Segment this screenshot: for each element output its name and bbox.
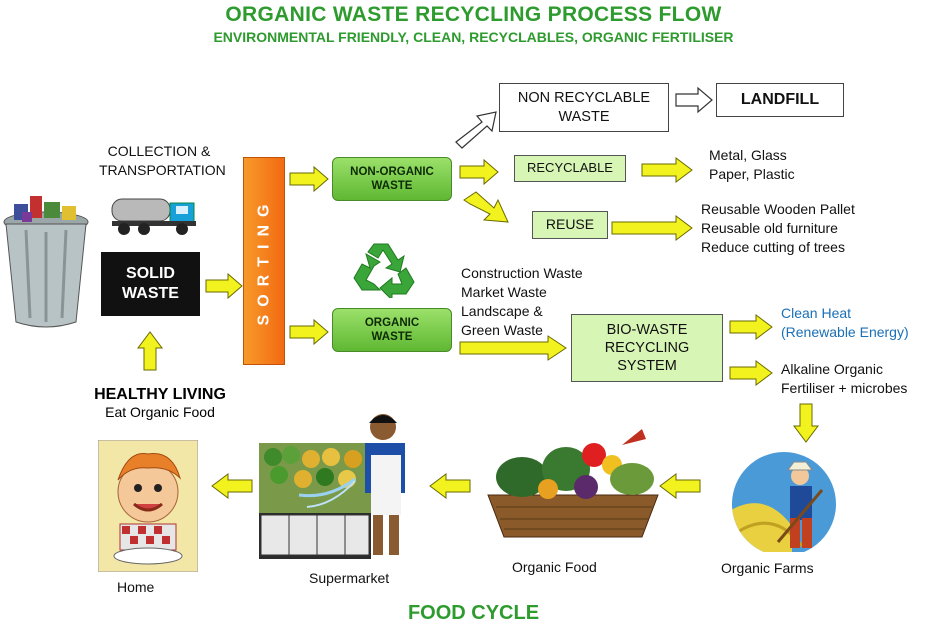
bio-waste-system-box: BIO-WASTE RECYCLING SYSTEM: [571, 314, 723, 382]
fertiliser-line2: Fertiliser + microbes: [781, 379, 908, 396]
reuse-items-line3: Reduce cutting of trees: [701, 238, 845, 255]
organic-food-label: Organic Food: [512, 559, 597, 575]
collection-line2: TRANSPORTATION: [99, 161, 226, 178]
healthy-line2: Eat Organic Food: [105, 404, 215, 420]
trash-can-icon: [3, 196, 89, 328]
arrow-recyclable-to-items: [641, 157, 693, 183]
non-recyclable-line2: WASTE: [558, 108, 610, 125]
non-organic-line1: NON-ORGANIC: [350, 165, 434, 178]
reuse-box: REUSE: [532, 211, 608, 239]
collection-label: COLLECTION & TRANSPORTATION: [99, 142, 226, 180]
bio-waste-line3: SYSTEM: [617, 358, 677, 375]
clean-heat-line2: (Renewable Energy): [781, 323, 909, 340]
supermarket-vendor-icon: [259, 414, 405, 559]
solid-waste-line1: SOLID: [126, 265, 175, 282]
sorting-box: SORTING: [243, 157, 285, 365]
recyclable-items-line1: Metal, Glass: [709, 147, 787, 163]
home-label: Home: [117, 579, 155, 595]
clean-heat-line1: Clean Heat: [781, 305, 852, 321]
arrow-food-to-supermarket: [429, 473, 471, 499]
reuse-items-line1: Reusable Wooden Pallet: [701, 201, 855, 217]
fertiliser-line1: Alkaline Organic: [781, 361, 883, 377]
healthy-line1: HEALTHY LIVING: [94, 386, 226, 403]
clean-heat-label: Clean Heat (Renewable Energy): [781, 304, 909, 342]
organic-sources-line2: Market Waste: [461, 283, 547, 300]
non-organic-line2: WASTE: [371, 180, 413, 192]
sorting-label: SORTING: [255, 196, 273, 326]
arrow-nonorganic-to-recyclable: [459, 158, 499, 186]
collection-line1: COLLECTION &: [107, 143, 211, 159]
recyclable-items-line2: Paper, Plastic: [709, 165, 795, 182]
arrow-nonorganic-to-nonrecyclable: [455, 111, 497, 149]
food-cycle-label: FOOD CYCLE: [407, 602, 540, 624]
arrow-sorting-to-nonorganic: [289, 165, 329, 193]
non-organic-waste-box: NON-ORGANIC WASTE: [332, 157, 452, 201]
reuse-items-line2: Reusable old furniture: [701, 219, 838, 236]
organic-line1: ORGANIC: [364, 316, 420, 329]
organic-sources-line3: Landscape &: [461, 302, 543, 319]
organic-sources: Construction Waste Market Waste Landscap…: [461, 264, 583, 340]
truck-icon: [111, 198, 196, 235]
organic-sources-line4: Green Waste: [461, 321, 543, 338]
arrow-sorting-to-organic: [289, 318, 329, 346]
arrow-organic-to-biowaste: [459, 335, 567, 361]
non-recyclable-line1: NON RECYCLABLE: [517, 90, 651, 107]
healthy-living-label: HEALTHY LIVING Eat Organic Food: [80, 386, 240, 420]
recycle-icon: [353, 243, 415, 298]
supermarket-label: Supermarket: [309, 570, 390, 586]
bio-waste-line2: RECYCLING: [604, 339, 690, 356]
landfill-box: LANDFILL: [716, 83, 844, 117]
recyclable-items: Metal, Glass Paper, Plastic: [709, 146, 795, 184]
reuse-items: Reusable Wooden Pallet Reusable old furn…: [701, 200, 855, 257]
arrow-farms-to-food: [659, 473, 701, 499]
arrow-reuse-to-items: [611, 215, 693, 241]
organic-waste-box: ORGANIC WASTE: [332, 308, 452, 352]
arrow-fertiliser-to-farms: [793, 403, 819, 443]
arrow-nonorganic-to-reuse: [463, 191, 509, 223]
organic-line2: WASTE: [371, 331, 413, 343]
organic-farms-label: Organic Farms: [721, 560, 814, 576]
diagram-title: ORGANIC WASTE RECYCLING PROCESS FLOW: [225, 3, 722, 26]
solid-waste-line2: WASTE: [122, 285, 179, 302]
diagram-subtitle: ENVIRONMENTAL FRIENDLY, CLEAN, RECYCLABL…: [213, 29, 734, 45]
solid-waste-box: SOLID WASTE: [101, 252, 200, 316]
farmer-icon: [732, 452, 836, 552]
recyclable-box: RECYCLABLE: [514, 155, 626, 182]
arrow-biowaste-to-heat: [729, 314, 773, 340]
fertiliser-label: Alkaline Organic Fertiliser + microbes: [781, 360, 907, 398]
arrow-supermarket-to-home: [211, 473, 253, 499]
non-recyclable-waste-box: NON RECYCLABLE WASTE: [499, 83, 669, 132]
vegetable-basket-icon: [487, 429, 659, 538]
child-eating-icon: [98, 440, 198, 572]
arrow-biowaste-to-fertiliser: [729, 360, 773, 386]
organic-sources-line1: Construction Waste: [461, 265, 583, 281]
arrow-solid-to-sorting: [205, 272, 243, 300]
arrow-home-to-solid: [137, 331, 163, 371]
bio-waste-line1: BIO-WASTE: [606, 321, 688, 338]
arrow-nonrecyclable-to-landfill: [675, 86, 713, 114]
